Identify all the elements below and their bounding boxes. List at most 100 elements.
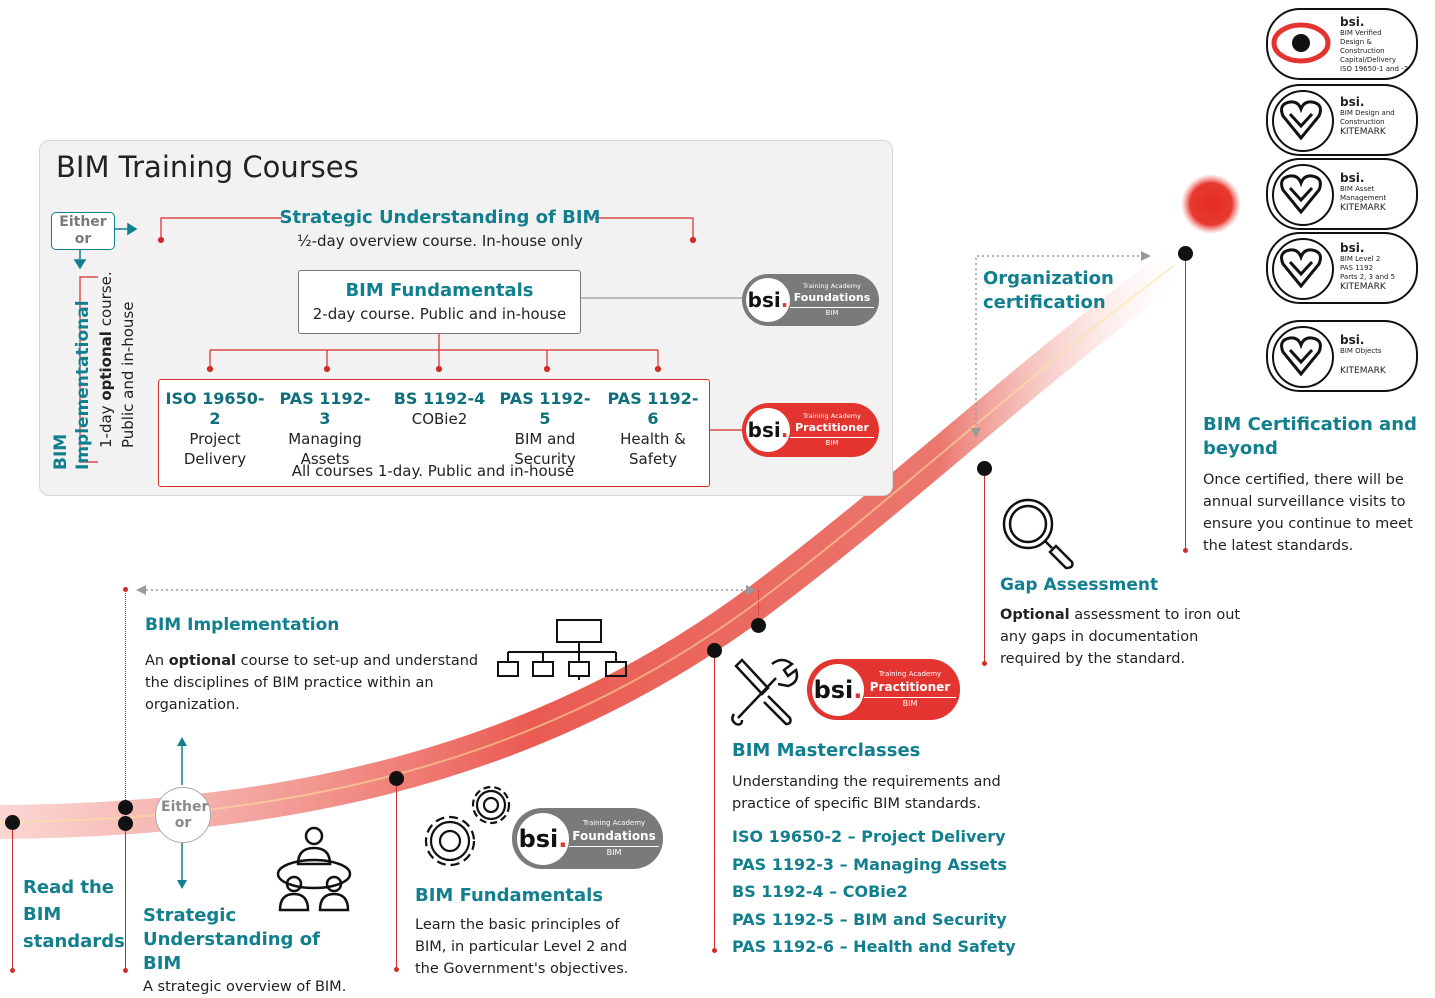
strategic-course: Strategic Understanding of BIM ½-day ove…	[250, 206, 630, 252]
course-code: BS 1192-4	[393, 389, 486, 408]
kitemark-bsi: bsi.	[1340, 15, 1365, 29]
kitemark-line: Capital/Delivery	[1340, 56, 1396, 64]
side-line2: Public and in-house	[119, 301, 137, 448]
stem-end	[123, 587, 128, 592]
meeting-icon	[276, 826, 352, 912]
kitemark-line: PAS 1192	[1340, 264, 1374, 272]
course-desc: Project Delivery	[183, 430, 247, 468]
stem-end	[982, 661, 987, 666]
kitemark-line: BIM Verified	[1340, 29, 1382, 37]
either-or-arrows	[177, 737, 187, 889]
badge-academy: Training Academy	[878, 670, 942, 678]
step-dot-implementation	[118, 800, 133, 815]
implementational-side-label: BIM Implementational	[50, 270, 94, 470]
course-pas-1192-6: PAS 1192-6 Health & Safety	[604, 389, 702, 469]
gap-step-text: Optional assessment to iron out any gaps…	[1000, 607, 1241, 667]
badge-level: Foundations	[790, 291, 874, 308]
strategic-course-sub: ½-day overview course. In-house only	[297, 232, 583, 250]
implementation-step-text: An optional course to set-up and underst…	[145, 653, 479, 713]
kitemark-bim-asset-management: bsi. BIM Asset Management KITEMARK	[1266, 158, 1418, 230]
bsi-logo: bsi.	[812, 663, 864, 716]
eye-icon	[1271, 14, 1331, 72]
course-code: PAS 1192-3	[279, 389, 371, 428]
badge-bim: BIM	[825, 438, 839, 447]
side-post: course.	[97, 271, 115, 332]
strategic-course-title: Strategic Understanding of BIM	[279, 207, 601, 228]
side-bold-label: BIM Implementational	[51, 300, 93, 470]
course-code: PAS 1192-5	[499, 389, 591, 428]
masterclass-item: PAS 1192-6 – Health and Safety	[732, 937, 1016, 956]
kitemark-line: BIM Objects	[1340, 347, 1382, 355]
masterclasses-step-title: BIM Masterclasses	[732, 740, 921, 761]
org-certification-label: Organization certification	[983, 268, 1114, 313]
step-dot-gap	[977, 461, 992, 476]
kitemark-bim-objects: bsi. BIM Objects KITEMARK	[1266, 320, 1418, 392]
kitemark-line: Parts 2, 3 and 5	[1340, 273, 1396, 281]
badge-academy: Training Academy	[803, 281, 861, 290]
target-red-dot	[1181, 174, 1241, 234]
course-desc: Health & Safety	[620, 430, 686, 468]
badge-academy: Training Academy	[803, 411, 861, 420]
course-desc: BIM and Security	[514, 430, 576, 468]
panel-title: BIM Training Courses	[56, 150, 359, 184]
masterclass-courses-box	[158, 379, 710, 487]
kitemark-heart-icon	[1272, 90, 1334, 152]
step-dot-certification	[1178, 246, 1193, 261]
fundamentals-course-title: BIM Fundamentals	[345, 280, 534, 301]
kitemark-bim-design-construction: bsi. BIM Design and Construction KITEMAR…	[1266, 84, 1418, 156]
step-dot-masterclasses	[707, 643, 722, 658]
kitemark-heart-icon	[1272, 326, 1334, 388]
either-or-box: Either or	[51, 212, 115, 250]
foundations-badge-panel: bsi. Training Academy Foundations BIM	[742, 274, 879, 326]
kitemark-bsi: bsi.	[1340, 333, 1365, 347]
either-or-circle: Either or	[155, 787, 211, 843]
bsi-logo: bsi.	[517, 812, 569, 865]
kitemark-label: KITEMARK	[1340, 366, 1386, 376]
stem-end	[123, 968, 128, 973]
gap-step: Gap Assessment Optional assessment to ir…	[1000, 574, 1245, 670]
badge-bim: BIM	[606, 848, 622, 857]
stem-end	[10, 968, 15, 973]
kitemark-line: Design & Construction	[1340, 38, 1385, 55]
step-dot-strategic	[118, 816, 133, 831]
stem-dotted	[758, 590, 760, 618]
implementation-step: BIM Implementation An optional course to…	[145, 614, 490, 716]
badge-bim: BIM	[825, 308, 839, 317]
kitemark-heart-icon	[1272, 164, 1334, 226]
masterclasses-step-text: Understanding the requirements and pract…	[732, 774, 1001, 812]
stem	[125, 831, 126, 971]
certification-step-title: BIM Certification and beyond	[1203, 414, 1417, 459]
kitemark-line: BIM Level 2	[1340, 255, 1381, 263]
masterclass-item: ISO 19650-2 – Project Delivery	[732, 827, 1006, 846]
tools-icon	[731, 658, 799, 726]
fundamentals-step-text: Learn the basic principles of BIM, in pa…	[415, 917, 629, 977]
magnifier-icon	[1002, 498, 1074, 570]
practitioner-badge-panel: bsi. Training Academy Practitioner BIM	[742, 403, 879, 457]
stem-end	[712, 948, 717, 953]
step-dot-implementation-end	[751, 618, 766, 633]
fundamentals-step: BIM Fundamentals Learn the basic princip…	[415, 884, 650, 980]
masterclass-item: PAS 1192-5 – BIM and Security	[732, 909, 1007, 929]
read-standards-label: Read the BIM standards	[23, 877, 125, 952]
badge-level: Practitioner	[864, 679, 956, 698]
kitemark-bim-verified: bsi. BIM Verified Design & Construction …	[1266, 8, 1418, 80]
badge-level: Practitioner	[790, 421, 874, 438]
side-pre: 1-day	[97, 400, 115, 448]
bsi-logo: bsi.	[746, 408, 790, 452]
implementational-side-text: 1-day optional course.	[96, 248, 116, 448]
course-desc: Managing Assets	[288, 430, 362, 468]
kitemark-bsi: bsi.	[1340, 171, 1365, 185]
badge-bim: BIM	[902, 699, 918, 708]
kitemark-line: BIM Asset	[1340, 185, 1375, 193]
course-desc: COBie2	[411, 410, 468, 428]
fundamentals-course-box: BIM Fundamentals 2-day course. Public an…	[298, 270, 581, 334]
masterclass-item: PAS 1192-3 – Managing Assets	[732, 854, 1007, 874]
either-or-text: Either or	[161, 799, 209, 831]
courses-footer: All courses 1-day. Public and in-house	[291, 462, 575, 480]
stem-dotted	[125, 590, 127, 800]
course-code: ISO 19650-2	[165, 389, 265, 428]
certification-step: BIM Certification and beyond Once certif…	[1203, 413, 1428, 557]
fundamentals-course-sub: 2-day course. Public and in-house	[312, 305, 567, 323]
strategic-step-title: Strategic Understanding of BIM	[143, 905, 320, 974]
